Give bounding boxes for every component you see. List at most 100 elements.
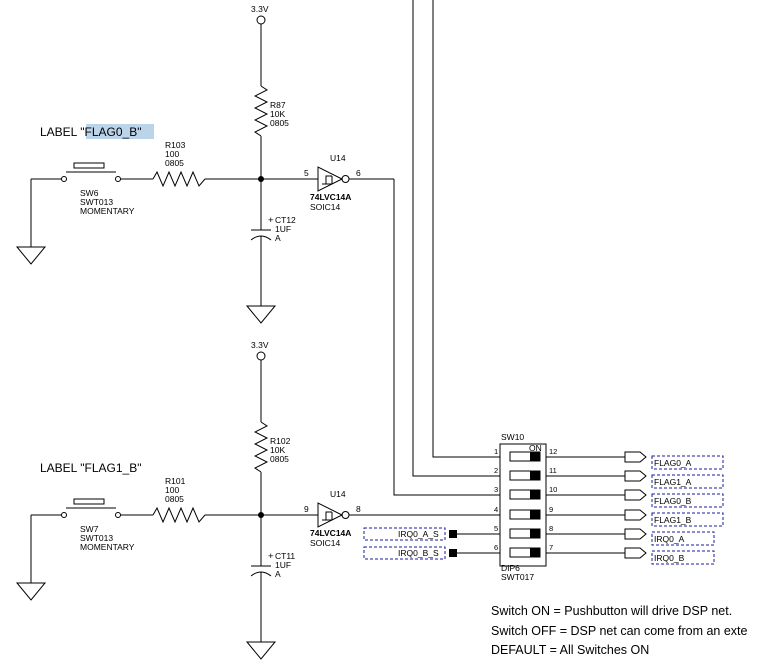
dip-row: 5 8 <box>494 524 625 539</box>
ground-symbol <box>245 641 277 660</box>
inverter-ref: U14 <box>330 153 346 163</box>
label-open-quote: " <box>80 125 84 139</box>
output-net-label: FLAG1_B <box>654 515 692 525</box>
switch-ref: SW6 <box>80 188 99 198</box>
dip-row: 6 7 <box>494 543 625 558</box>
pushbutton-switch-symbol <box>61 162 153 182</box>
dip-left-pin: 6 <box>494 543 498 552</box>
capacitor-ref: CT12 <box>275 215 296 225</box>
capacitor-symbol: + <box>250 213 274 306</box>
pullup-package: 0805 <box>270 118 289 128</box>
dip-row: 1 12 <box>494 447 625 462</box>
switch-type: MOMENTARY <box>80 542 135 552</box>
pushbutton-switch-symbol <box>61 498 153 518</box>
output-net-label: FLAG1_A <box>654 477 692 487</box>
pullup-package: 0805 <box>270 454 289 464</box>
dip-row: 3 10 <box>494 485 625 500</box>
label-net-name: FLAG0_B <box>85 125 138 139</box>
switch-part: SWT013 <box>80 533 113 543</box>
output-port-symbol <box>624 470 647 482</box>
routing-wires <box>393 0 495 496</box>
capacitor-suffix: A <box>275 233 281 243</box>
bottom-channel: LABEL "FLAG1_B" SW7 SWT013 MOMENTARY R10… <box>15 340 495 660</box>
dip-left-pin: 1 <box>494 447 498 456</box>
dip-on-label: ON <box>529 443 542 453</box>
resistor-package: 0805 <box>165 494 184 504</box>
output-net-label: FLAG0_A <box>654 458 692 468</box>
svg-text:+: + <box>268 215 274 226</box>
pullup-resistor-symbol <box>253 85 269 137</box>
output-net-label: IRQ0_A <box>654 534 685 544</box>
dip-right-pin: 11 <box>549 466 557 475</box>
output-net-label: IRQ0_B <box>654 553 685 563</box>
ground-symbol <box>245 305 277 324</box>
inverter-part: 74LVC14A <box>310 528 351 538</box>
power-label: 3.3V <box>251 4 269 14</box>
inverter-pin-in: 9 <box>304 504 309 514</box>
dip-right-pin: 12 <box>549 447 557 456</box>
output-port-symbol <box>624 528 647 540</box>
input-net-label: IRQ0_B_S <box>398 548 439 558</box>
inverter-package: SOIC14 <box>310 202 341 212</box>
dip-row: 2 11 <box>494 466 625 481</box>
power-symbol <box>256 351 266 361</box>
output-port-symbol <box>624 451 647 463</box>
resistor-package: 0805 <box>165 158 184 168</box>
note-line: Switch ON = Pushbutton will drive DSP ne… <box>491 604 733 618</box>
capacitor-ref: CT11 <box>275 551 295 561</box>
inverter-ref: U14 <box>330 489 346 499</box>
output-port-symbol <box>624 547 647 559</box>
label-highlight <box>86 124 154 139</box>
pullup-resistor-symbol <box>253 421 269 473</box>
svg-text:+: + <box>268 551 274 562</box>
capacitor-symbol: + <box>250 549 274 642</box>
dip-type: DIP6 <box>501 563 520 573</box>
schmitt-inverter-symbol <box>317 502 344 528</box>
switch-ref: SW7 <box>80 524 99 534</box>
switch-part: SWT013 <box>80 197 113 207</box>
capacitor-value: 1UF <box>275 224 291 234</box>
dip-right-pin: 8 <box>549 524 553 533</box>
dip-left-pin: 2 <box>494 466 498 475</box>
input-net-label: IRQ0_A_S <box>398 529 439 539</box>
dip-left-pin: 4 <box>494 505 498 514</box>
resistor-value: 100 <box>165 149 179 159</box>
resistor-value: 100 <box>165 485 179 495</box>
label-prefix: LABEL <box>40 125 80 139</box>
top-channel: LABEL "FLAG0_B" SW6 SWT013 MOMENTARY R10… <box>15 4 394 324</box>
output-net-label: FLAG0_B <box>654 496 692 506</box>
ground-symbol <box>15 514 62 601</box>
inverter-pin-out: 6 <box>356 168 361 178</box>
pullup-ref: R87 <box>270 100 286 110</box>
note-line: DEFAULT = All Switches ON <box>491 643 650 657</box>
dip-row: 4 9 <box>494 505 625 520</box>
dip-left-pin: 5 <box>494 524 498 533</box>
inverter-pin-in: 5 <box>304 168 309 178</box>
schmitt-inverter-symbol <box>317 166 344 192</box>
pullup-ref: R102 <box>270 436 291 446</box>
resistor-ref: R103 <box>165 140 186 150</box>
pullup-value: 10K <box>270 109 285 119</box>
capacitor-suffix: A <box>275 569 281 579</box>
label-close-quote: " <box>137 125 141 139</box>
inverter-package: SOIC14 <box>310 538 341 548</box>
resistor-ref: R101 <box>165 476 186 486</box>
dip-switch: SW10 ON DIP6 SWT017 1 12 2 11 3 10 4 9 <box>494 432 625 582</box>
series-resistor-symbol <box>152 506 206 524</box>
dip-part: SWT017 <box>501 572 534 582</box>
inverter-part: 74LVC14A <box>310 192 351 202</box>
pullup-value: 10K <box>270 445 285 455</box>
output-port-symbol <box>624 509 647 521</box>
note-line: Switch OFF = DSP net can come from an ex… <box>491 624 748 638</box>
dip-body <box>499 443 547 567</box>
ground-symbol <box>15 178 62 265</box>
power-symbol <box>256 15 266 25</box>
power-label: 3.3V <box>251 340 269 350</box>
output-port-symbol <box>624 489 647 501</box>
dip-left-pin: 3 <box>494 485 498 494</box>
inverter-pin-out: 8 <box>356 504 361 514</box>
dip-right-pin: 9 <box>549 505 553 514</box>
dip-right-pin: 7 <box>549 543 553 552</box>
flag-label-bottom: LABEL "FLAG1_B" <box>40 461 141 475</box>
output-net-labels: FLAG0_A FLAG1_A FLAG0_B FLAG1_B IRQ0_A I… <box>624 451 724 565</box>
